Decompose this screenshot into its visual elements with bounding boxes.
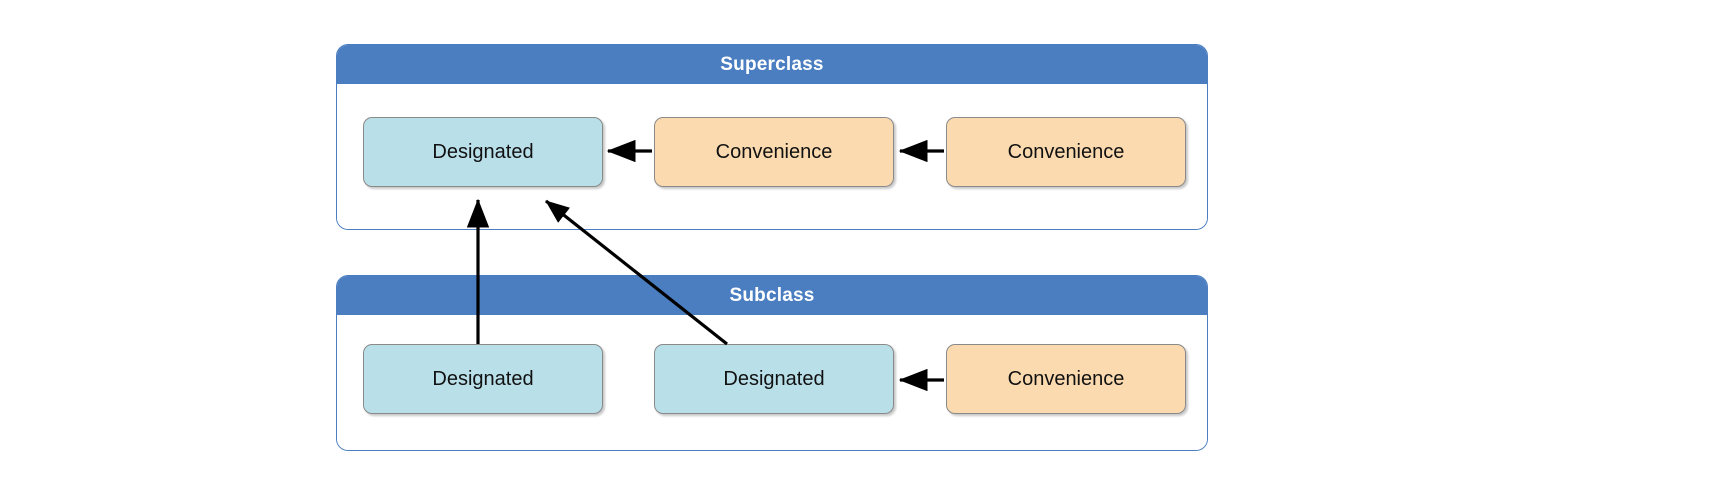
node-subclass-convenience[interactable]: Convenience	[946, 344, 1186, 414]
node-label: Designated	[432, 367, 534, 390]
node-label: Designated	[723, 367, 825, 390]
panel-subclass-header: Subclass	[337, 276, 1207, 315]
node-superclass-designated[interactable]: Designated	[363, 117, 603, 187]
panel-superclass: Superclass Designated Convenience Conven…	[336, 44, 1208, 230]
node-label: Convenience	[1007, 367, 1125, 390]
panel-subclass-body: Designated Designated Convenience	[337, 315, 1207, 450]
node-superclass-convenience-1[interactable]: Convenience	[654, 117, 894, 187]
panel-subclass: Subclass Designated Designated Convenien…	[336, 275, 1208, 451]
node-subclass-designated-1[interactable]: Designated	[363, 344, 603, 414]
node-label: Convenience	[715, 140, 833, 163]
panel-superclass-body: Designated Convenience Convenience	[337, 84, 1207, 229]
node-label: Convenience	[1007, 140, 1125, 163]
node-subclass-designated-2[interactable]: Designated	[654, 344, 894, 414]
node-superclass-convenience-2[interactable]: Convenience	[946, 117, 1186, 187]
panel-superclass-header: Superclass	[337, 45, 1207, 84]
node-label: Designated	[432, 140, 534, 163]
